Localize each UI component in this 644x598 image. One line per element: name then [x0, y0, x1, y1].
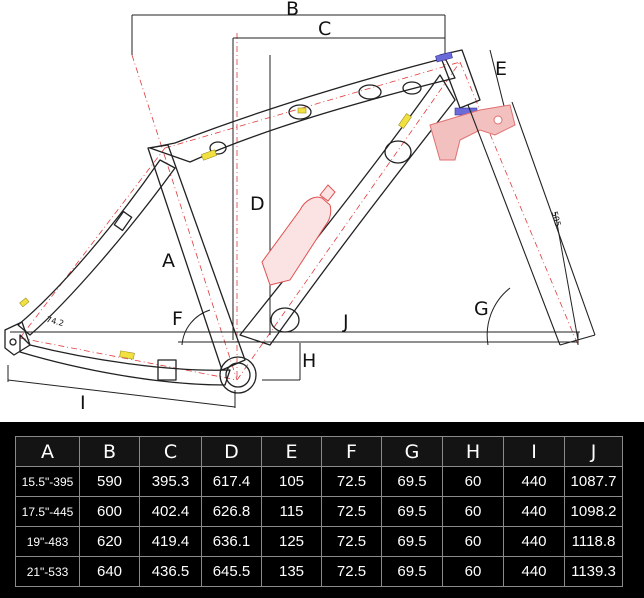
header-h: H	[442, 436, 504, 467]
header-b: B	[79, 436, 140, 467]
table-cell: 60	[442, 556, 504, 587]
table-cell: 60	[442, 496, 504, 527]
label-a: A	[162, 250, 175, 272]
table-cell: 1087.7	[564, 466, 623, 497]
header-d: D	[201, 436, 262, 467]
header-i: I	[503, 436, 565, 467]
table-cell: 1098.2	[564, 496, 623, 527]
table-cell: 69.5	[381, 526, 443, 557]
fork-crown	[429, 104, 516, 161]
table-cell: 419.4	[139, 526, 202, 557]
table-cell: 125	[261, 526, 322, 557]
header-f: F	[321, 436, 382, 467]
water-bottle	[261, 184, 336, 286]
geometry-table: A B C D E F G H I J 15.5"-395 590 395.3 …	[15, 436, 623, 587]
table-cell: 15.5"-395	[15, 466, 80, 497]
table-cell: 72.5	[321, 556, 382, 587]
table-cell: 440	[503, 556, 565, 587]
table-row: 19"-483 620 419.4 636.1 125 72.5 69.5 60…	[15, 526, 623, 557]
table-cell: 440	[503, 526, 565, 557]
header-g: G	[381, 436, 443, 467]
table-cell: 1118.8	[564, 526, 623, 557]
label-e: E	[495, 58, 508, 80]
header-a: A	[15, 436, 80, 467]
label-d: D	[250, 193, 265, 215]
table-row: 17.5"-445 600 402.4 626.8 115 72.5 69.5 …	[15, 496, 623, 527]
table-cell: 17.5"-445	[15, 496, 80, 527]
table-cell: 69.5	[381, 496, 443, 527]
table-row: 21"-533 640 436.5 645.5 135 72.5 69.5 60…	[15, 556, 623, 587]
table-cell: 436.5	[139, 556, 202, 587]
table-cell: 402.4	[139, 496, 202, 527]
label-g: G	[474, 298, 489, 320]
label-i: I	[80, 392, 86, 414]
table-cell: 640	[79, 556, 140, 587]
label-c: C	[318, 18, 332, 40]
table-cell: 636.1	[201, 526, 262, 557]
label-f: F	[172, 308, 183, 330]
table-cell: 620	[79, 526, 140, 557]
label-j: J	[343, 311, 349, 333]
table-cell: 617.4	[201, 466, 262, 497]
frame-tubes	[4, 49, 481, 394]
table-cell: 115	[261, 496, 322, 527]
table-cell: 72.5	[321, 466, 382, 497]
label-b: B	[286, 0, 300, 20]
table-cell: 395.3	[139, 466, 202, 497]
table-row: 15.5"-395 590 395.3 617.4 105 72.5 69.5 …	[15, 466, 623, 497]
table-cell: 590	[79, 466, 140, 497]
fork-leg	[467, 101, 596, 346]
table-cell: 626.8	[201, 496, 262, 527]
label-h: H	[302, 350, 317, 372]
header-c: C	[139, 436, 202, 467]
dimension-lines	[7, 14, 580, 408]
table-cell: 440	[503, 496, 565, 527]
table-cell: 21"-533	[15, 556, 80, 587]
frame-drawing	[4, 14, 596, 408]
table-cell: 60	[442, 466, 504, 497]
table-cell: 440	[503, 466, 565, 497]
table-cell: 60	[442, 526, 504, 557]
table-cell: 1139.3	[564, 556, 623, 587]
table-header-row: A B C D E F G H I J	[15, 436, 623, 467]
frame-geometry-diagram: B C D E A F J G H I 74.2 505	[4, 0, 596, 414]
table-cell: 69.5	[381, 466, 443, 497]
table-cell: 600	[79, 496, 140, 527]
table-cell: 69.5	[381, 556, 443, 587]
header-j: J	[564, 436, 623, 467]
yellow-accents	[19, 107, 412, 360]
center-lines	[19, 33, 579, 381]
geometry-table-panel: A B C D E F G H I J 15.5"-395 590 395.3 …	[0, 422, 644, 598]
blue-accents	[435, 51, 478, 116]
table-cell: 72.5	[321, 526, 382, 557]
table-cell: 19"-483	[15, 526, 80, 557]
table-cell: 105	[261, 466, 322, 497]
table-cell: 135	[261, 556, 322, 587]
header-e: E	[261, 436, 322, 467]
table-cell: 645.5	[201, 556, 262, 587]
table-cell: 72.5	[321, 496, 382, 527]
